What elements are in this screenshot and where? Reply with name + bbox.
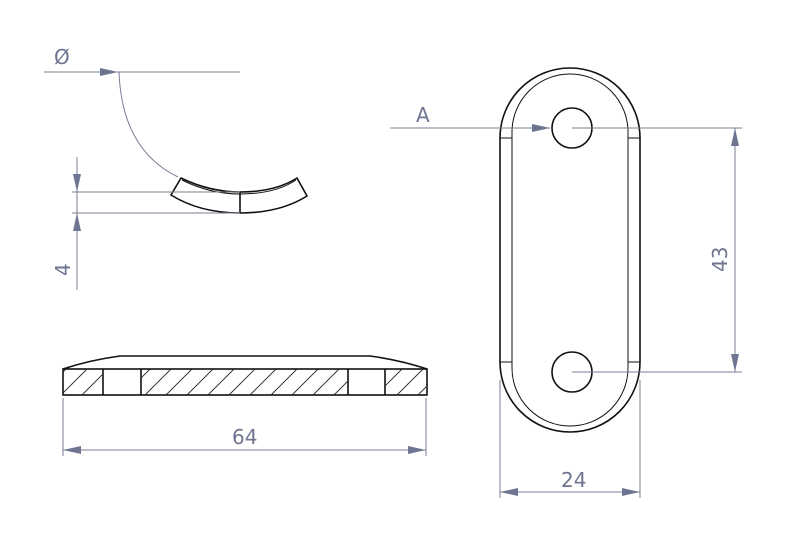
section-outline	[62, 368, 428, 396]
diameter-label: Ø	[54, 45, 70, 69]
length-arrow-left	[63, 446, 81, 454]
hatch-line	[63, 369, 67, 373]
hatch-line	[439, 369, 465, 395]
width-arrow-right	[622, 488, 640, 496]
hatch-line	[103, 369, 129, 395]
hatch-line	[270, 369, 298, 395]
plate-outline	[499, 67, 641, 433]
section-view: 64	[40, 355, 465, 456]
thickness-arrow-top	[73, 174, 81, 192]
section-hatching	[40, 369, 465, 395]
hatch-line	[439, 369, 465, 395]
plan-view: A 43 24	[390, 67, 742, 498]
length-label: 64	[232, 425, 257, 449]
spacing-label: 43	[708, 247, 732, 272]
hatch-line	[291, 369, 319, 395]
hatch-line	[165, 369, 193, 395]
section-a-arrow	[532, 124, 550, 132]
hatch-line	[207, 369, 235, 395]
hatch-line	[355, 369, 381, 395]
width-label: 24	[561, 468, 586, 492]
section-a-label: A	[416, 103, 430, 127]
hatch-line	[81, 373, 103, 395]
section-top-curve	[62, 355, 428, 370]
diameter-arc	[118, 71, 179, 178]
hatch-line	[312, 369, 340, 395]
hatch-line	[186, 369, 214, 395]
length-arrow-right	[408, 446, 426, 454]
hatch-line	[417, 386, 426, 395]
thickness-arrow-bottom	[73, 213, 81, 231]
hatch-line	[228, 369, 256, 395]
plate-chamfer-outline	[511, 73, 629, 427]
hatch-line	[40, 369, 66, 395]
hatch-line	[102, 394, 103, 395]
width-arrow-left	[500, 488, 518, 496]
diameter-arrow	[100, 68, 118, 76]
hatch-line	[396, 369, 424, 395]
hatch-line	[333, 380, 348, 395]
spacing-arrow-top	[731, 128, 739, 146]
thickness-label: 4	[51, 263, 75, 276]
hatch-line	[385, 369, 403, 387]
curved-plate-profile	[169, 176, 309, 214]
hatch-line	[439, 369, 465, 395]
hatch-line	[40, 369, 66, 395]
end-view: Ø 4	[44, 45, 309, 290]
hatch-line	[141, 369, 151, 379]
hatch-line	[355, 369, 381, 395]
hatch-line	[355, 369, 381, 395]
spacing-arrow-bottom	[731, 354, 739, 372]
hatch-line	[63, 369, 88, 394]
hatch-line	[103, 369, 129, 395]
hatch-line	[144, 369, 172, 395]
hatch-line	[249, 369, 277, 395]
